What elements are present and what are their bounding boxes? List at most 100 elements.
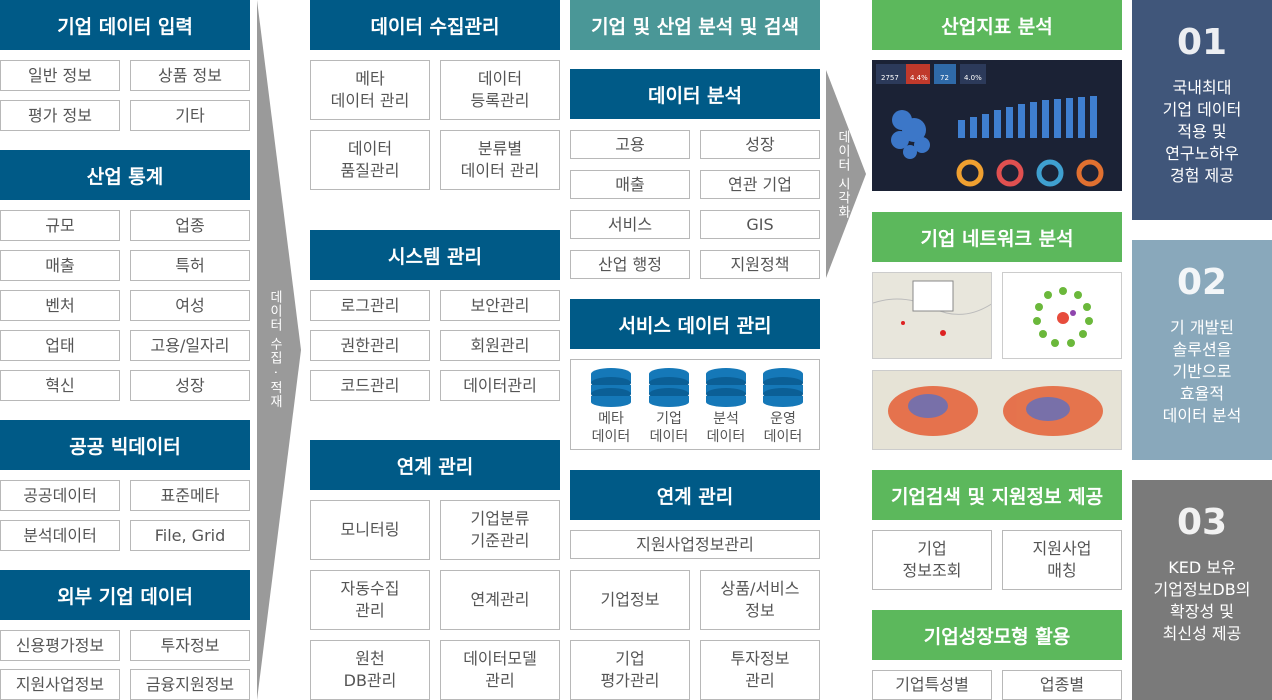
db-label-operation: 운영 데이터	[763, 411, 803, 445]
heatmap-thumbnail	[872, 370, 1122, 450]
item-investment: 투자정보	[130, 630, 250, 661]
item-member-mgmt: 회원관리	[440, 330, 560, 361]
item-innovation: 혁신	[0, 370, 120, 401]
item-company-lookup: 기업 정보조회	[872, 530, 992, 590]
collect-arrow	[257, 0, 301, 700]
panel-02-text: 기 개발된 솔루션을 기반으로 효율적 데이터 분석	[1162, 318, 1242, 425]
db-company	[647, 366, 691, 412]
item-permission-mgmt: 권한관리	[310, 330, 430, 361]
map-thumbnail	[872, 272, 992, 359]
db-label-meta: 메타 데이터	[591, 411, 631, 445]
item-by-characteristic: 기업특성별	[872, 670, 992, 700]
item-support-policy: 지원정책	[700, 250, 820, 279]
item-general-info: 일반 정보	[0, 60, 120, 91]
item-revenue: 매출	[570, 170, 690, 199]
item-log-mgmt: 로그관리	[310, 290, 430, 321]
item-finance-support: 금융지원정보	[130, 669, 250, 700]
panel-02-number: 02	[1176, 262, 1228, 303]
header-analysis-search: 기업 및 산업 분석 및 검색	[570, 0, 820, 50]
header-system-mgmt: 시스템 관리	[310, 230, 560, 280]
item-grow: 성장	[700, 130, 820, 159]
panel-01-number: 01	[1176, 22, 1228, 63]
network-graph-image	[1033, 287, 1093, 347]
visualize-arrow-label: 데이터 시각화	[835, 130, 850, 220]
database-icon	[649, 368, 689, 407]
item-category-data: 분류별 데이터 관리	[440, 130, 560, 190]
panel-03-text: KED 보유 기업정보DB의 확장성 및 최신성 제공	[1153, 558, 1251, 643]
header-industry-stats: 산업 통계	[0, 150, 250, 200]
dash-val-3: 72	[940, 74, 949, 82]
item-meta-data-mgmt: 메타 데이터 관리	[310, 60, 430, 120]
item-growth: 성장	[130, 370, 250, 401]
item-support-program-mgmt: 지원사업정보관리	[570, 530, 820, 559]
item-standard-meta: 표준메타	[130, 480, 250, 511]
dash-val-1: 2757	[881, 74, 899, 82]
panel-01-text: 국내최대 기업 데이터 적용 및 연구노하우 경험 제공	[1162, 78, 1242, 185]
header-enterprise-input: 기업 데이터 입력	[0, 0, 250, 50]
item-women: 여성	[130, 290, 250, 321]
item-data-quality: 데이터 품질관리	[310, 130, 430, 190]
db-panel: 메타 데이터 기업 데이터 분석 데이터 운영 데이터	[570, 359, 820, 450]
header-public-bigdata: 공공 빅데이터	[0, 420, 250, 470]
item-source-db: 원천 DB관리	[310, 640, 430, 700]
item-company-eval: 기업 평가관리	[570, 640, 690, 700]
dashboard-image: 2757 4.4% 72 4.0%	[876, 64, 1104, 187]
header-industry-index: 산업지표 분석	[872, 0, 1122, 50]
panel-03: 03 KED 보유 기업정보DB의 확장성 및 최신성 제공	[1132, 480, 1272, 700]
header-external-data: 외부 기업 데이터	[0, 570, 250, 620]
header-service-data: 서비스 데이터 관리	[570, 299, 820, 349]
db-operation	[761, 366, 805, 412]
db-label-analysis: 분석 데이터	[706, 411, 746, 445]
item-credit-eval: 신용평가정보	[0, 630, 120, 661]
item-patent: 특허	[130, 250, 250, 281]
item-product-service-info: 상품/서비스 정보	[700, 570, 820, 630]
item-data-model: 데이터모델 관리	[440, 640, 560, 700]
item-auto-collect: 자동수집 관리	[310, 570, 430, 630]
dashboard-thumbnail: 2757 4.4% 72 4.0%	[872, 60, 1122, 191]
db-label-company: 기업 데이터	[649, 411, 689, 445]
item-scale: 규모	[0, 210, 120, 241]
item-service: 서비스	[570, 210, 690, 239]
header-growth-model: 기업성장모형 활용	[872, 610, 1122, 660]
db-analysis	[704, 366, 748, 412]
item-industry-admin: 산업 행정	[570, 250, 690, 279]
item-classification: 기업분류 기준관리	[440, 500, 560, 560]
collect-arrow-label: 데이터 수집 · 적재	[267, 290, 282, 409]
database-icon	[591, 368, 631, 407]
dash-val-4: 4.0%	[964, 74, 982, 82]
header-link-mgmt-2: 연계 관리	[570, 470, 820, 520]
item-venture: 벤처	[0, 290, 120, 321]
item-product-info: 상품 정보	[130, 60, 250, 91]
item-data-mgmt: 데이터관리	[440, 370, 560, 401]
database-icon	[706, 368, 746, 407]
heatmap-image	[888, 386, 1103, 436]
item-etc: 기타	[130, 100, 250, 131]
database-icon	[763, 368, 803, 407]
item-support-matching: 지원사업 매칭	[1002, 530, 1122, 590]
item-business-form: 업태	[0, 330, 120, 361]
item-analysis-data: 분석데이터	[0, 520, 120, 551]
item-link-mgmt: 연계관리	[440, 570, 560, 630]
item-file-grid: File, Grid	[130, 520, 250, 551]
db-meta	[589, 366, 633, 412]
item-company-info: 기업정보	[570, 570, 690, 630]
item-investment-mgmt: 투자정보 관리	[700, 640, 820, 700]
item-sales: 매출	[0, 250, 120, 281]
dash-val-2: 4.4%	[910, 74, 928, 82]
item-industry-type: 업종	[130, 210, 250, 241]
panel-02: 02 기 개발된 솔루션을 기반으로 효율적 데이터 분석	[1132, 240, 1272, 460]
visualize-arrow	[826, 70, 866, 278]
network-thumbnail	[1002, 272, 1122, 359]
header-company-search: 기업검색 및 지원정보 제공	[872, 470, 1122, 520]
item-data-registration: 데이터 등록관리	[440, 60, 560, 120]
item-eval-info: 평가 정보	[0, 100, 120, 131]
item-employ: 고용	[570, 130, 690, 159]
item-monitoring: 모니터링	[310, 500, 430, 560]
header-link-mgmt-1: 연계 관리	[310, 440, 560, 490]
header-data-collection: 데이터 수집관리	[310, 0, 560, 50]
item-employment: 고용/일자리	[130, 330, 250, 361]
item-support-program: 지원사업정보	[0, 669, 120, 700]
panel-03-number: 03	[1176, 502, 1228, 543]
item-code-mgmt: 코드관리	[310, 370, 430, 401]
header-data-analysis: 데이터 분석	[570, 69, 820, 119]
